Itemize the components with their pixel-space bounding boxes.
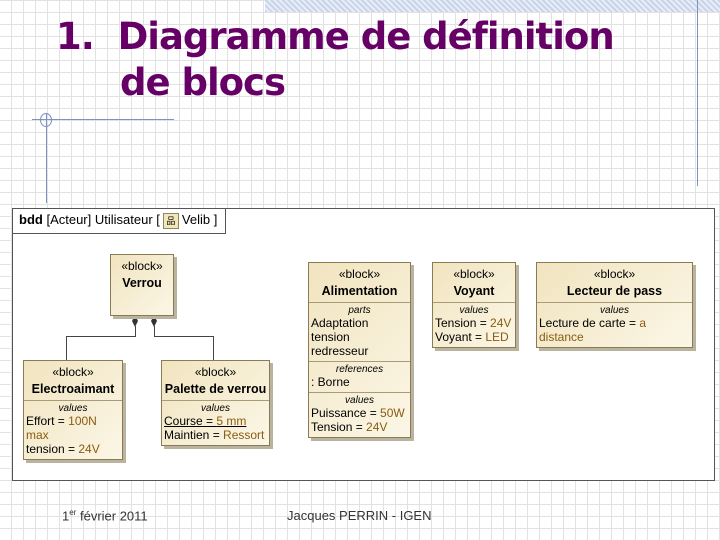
block-name: Verrou (122, 276, 162, 290)
value-row: Course = 5 mm (164, 414, 247, 428)
references-compartment: references : Borne (309, 361, 410, 392)
slide-title-line-2: de blocs (120, 61, 286, 104)
connector-line (154, 326, 155, 336)
value-row: Tension = 24V (311, 420, 388, 434)
block-stereotype: «block» (121, 259, 163, 273)
block-alimentation[interactable]: «block» Alimentation parts Adaptation ten… (308, 262, 411, 438)
block-name: Alimentation (321, 284, 398, 298)
block-voyant[interactable]: «block» Voyant values Tension = 24V Voyan… (432, 262, 516, 348)
values-compartment: values Tension = 24V Voyant = LED (433, 302, 515, 347)
connector-line (66, 336, 67, 360)
block-name: Palette de verrou (164, 382, 267, 396)
block-stereotype: «block» (453, 267, 495, 281)
value-row: tension = 24V (26, 442, 100, 456)
compartment-label: references (335, 364, 384, 375)
composition-diamond (132, 315, 138, 327)
block-stereotype: «block» (194, 365, 237, 379)
reference-row: : Borne (311, 375, 350, 389)
block-name: Voyant (453, 284, 495, 298)
block-stereotype: «block» (593, 267, 636, 281)
connector-line (135, 326, 136, 336)
value-row: Maintien = Ressort (164, 428, 265, 442)
part-row: Adaptation tension (311, 316, 369, 344)
compartment-label: values (600, 305, 629, 316)
composition-diamond (151, 315, 157, 327)
block-stereotype: «block» (52, 365, 94, 379)
block-name: Lecteur de pass (566, 284, 663, 298)
block-verrou[interactable]: «block» Verrou (110, 254, 174, 316)
decor-line (46, 113, 47, 203)
slide-title-line-1: 1. Diagramme de définition (56, 15, 615, 58)
compartment-label: parts (348, 305, 371, 316)
compartment-label: values (58, 403, 88, 414)
values-compartment: values Course = 5 mm Maintien = Ressort (162, 400, 269, 445)
decor-circle (40, 113, 52, 127)
value-row: Puissance = 50W (311, 406, 405, 420)
block-name: Electroaimant (31, 382, 115, 396)
value-row: Effort = 100N max (26, 414, 97, 442)
footer-author: Jacques PERRIN - IGEN (287, 508, 432, 523)
connector-line (154, 336, 214, 337)
decor-line (32, 119, 174, 120)
block-electroaimant[interactable]: «block» Electroaimant values Effort = 100… (23, 360, 123, 460)
compartment-label: values (345, 395, 374, 406)
block-stereotype: «block» (338, 267, 381, 281)
value-row: Tension = 24V (435, 316, 512, 330)
footer-date: 1er février 2011 (62, 508, 148, 524)
diagram-context: [Acteur] Utilisateur [ (46, 212, 160, 227)
values-compartment: values Puissance = 50W Tension = 24V (309, 392, 410, 437)
diagram-package: Velib ] (181, 212, 218, 227)
compartment-label: values (459, 305, 489, 316)
values-compartment: values Effort = 100N max tension = 24V (24, 400, 122, 459)
block-palette-de-verrou[interactable]: «block» Palette de verrou values Course =… (161, 360, 270, 446)
value-row: Lecture de carte = a distance (539, 316, 647, 344)
part-row: redresseur (311, 344, 369, 358)
connector-line (66, 336, 136, 337)
values-compartment: values Lecture de carte = a distance (537, 302, 692, 347)
decor-line (697, 0, 698, 186)
block-lecteur-de-pass[interactable]: «block» Lecteur de pass values Lecture de… (536, 262, 693, 348)
diagram-kind: bdd (19, 212, 43, 227)
package-diagram-icon: 品 (162, 212, 179, 229)
connector-line (213, 336, 214, 360)
value-row: Voyant = LED (435, 330, 509, 344)
compartment-label: values (201, 403, 230, 414)
header-band (265, 0, 720, 12)
